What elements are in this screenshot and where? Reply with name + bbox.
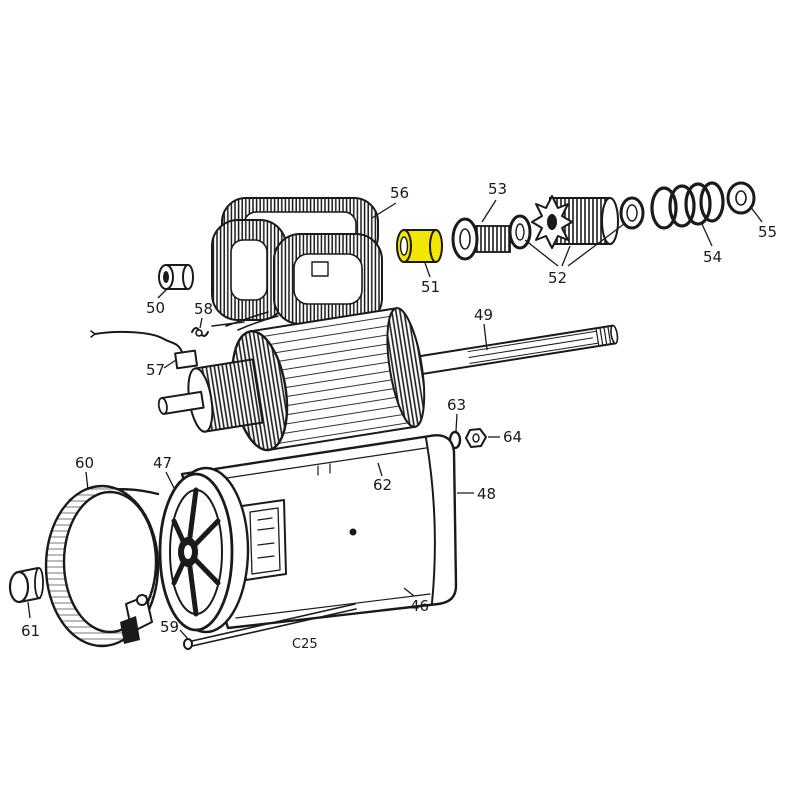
coil-lead-wire — [225, 311, 279, 331]
coil-left-opening — [230, 239, 268, 301]
callout-55: 55 — [758, 223, 777, 241]
callout-46: 46 — [410, 597, 429, 615]
sleeve-ring-hole — [515, 223, 525, 241]
clip-arm — [211, 321, 245, 327]
end-plate-bore — [184, 545, 192, 559]
bush-50-end — [182, 264, 194, 290]
brush-window-detail — [249, 507, 281, 575]
leader-56 — [371, 202, 397, 219]
brush-lead-end — [90, 330, 96, 338]
yoke-top-marks — [317, 463, 331, 476]
callouts: 56 53 51 52 54 55 50 58 57 49 63 64 60 4… — [21, 180, 777, 652]
bush-bore — [399, 236, 409, 256]
leader-58 — [199, 317, 203, 329]
sleeve-bore — [459, 228, 471, 250]
leader-54 — [701, 223, 713, 247]
field-coils — [211, 197, 383, 331]
end-cover-seam-48 — [425, 437, 436, 604]
leader-49 — [483, 323, 488, 351]
callout-62: 62 — [373, 476, 392, 494]
bush-50 — [158, 264, 194, 290]
leader-46 — [403, 587, 415, 597]
callout-49: 49 — [474, 306, 493, 324]
band-clamp-lug — [120, 616, 140, 644]
through-bolt-shank — [191, 603, 357, 647]
leader-61 — [27, 601, 31, 619]
bush-end-face — [429, 229, 443, 263]
callout-47: 47 — [153, 454, 172, 472]
coil-front-opening — [293, 253, 363, 305]
cap-rear — [34, 567, 44, 599]
spring-coil-3 — [684, 182, 712, 226]
brush-57 — [90, 330, 199, 370]
yoke-body-lines — [199, 447, 431, 619]
through-bolt-head — [183, 638, 193, 650]
brush-block — [174, 349, 199, 370]
callout-50: 50 — [146, 299, 165, 317]
pinion-washer-hole — [626, 204, 638, 222]
nut-64 — [465, 428, 487, 448]
coil-terminal — [311, 261, 329, 277]
leader-63 — [455, 413, 458, 432]
callout-57: 57 — [146, 361, 165, 379]
pinion-end-face — [601, 197, 619, 245]
end-plate-spokes — [171, 487, 221, 617]
shaft-end — [610, 324, 619, 345]
clip-eye — [195, 329, 203, 337]
leader-47 — [165, 471, 175, 489]
armature-stub-end — [157, 397, 168, 415]
cover-band-60 — [44, 484, 160, 648]
shaft-thread — [595, 325, 612, 347]
callout-54: 54 — [703, 248, 722, 266]
figure-caption: C25 — [292, 637, 318, 652]
cap-61 — [8, 567, 44, 604]
pinion-bore — [547, 214, 557, 230]
spring-coil-1 — [650, 186, 678, 230]
nut-hole — [735, 190, 747, 206]
leader-51 — [424, 262, 431, 278]
callout-64: 64 — [503, 428, 522, 446]
spring-coil-4 — [699, 181, 725, 223]
drive-sleeve-53 — [451, 214, 532, 261]
bush-50-bore — [163, 271, 169, 283]
shaft-splines — [467, 330, 599, 364]
brush-lead — [94, 330, 183, 353]
leader-lines — [27, 199, 763, 640]
nut-64-hole — [472, 433, 480, 443]
brush-spring-58 — [191, 321, 245, 337]
bush-51 — [396, 229, 443, 263]
leader-53 — [481, 199, 497, 223]
nut-55 — [726, 181, 756, 215]
leader-52 — [524, 223, 625, 267]
band-ring — [44, 484, 160, 648]
armature-core-rear — [386, 307, 426, 428]
yoke-screw — [349, 528, 357, 536]
leader-60 — [85, 471, 89, 491]
leader-57 — [163, 359, 177, 369]
callout-58: 58 — [194, 300, 213, 318]
callout-61: 61 — [21, 622, 40, 640]
callout-53: 53 — [488, 180, 507, 198]
callout-48: 48 — [477, 485, 496, 503]
leader-62 — [377, 462, 383, 477]
callout-63: 63 — [447, 396, 466, 414]
leader-50 — [157, 287, 169, 299]
spring-coil-2 — [668, 184, 696, 228]
callout-59: 59 — [160, 618, 179, 636]
armature-49 — [157, 307, 619, 452]
leader-59 — [179, 629, 189, 640]
callout-51: 51 — [421, 278, 440, 296]
callout-60: 60 — [75, 454, 94, 472]
cap-face — [8, 570, 30, 604]
callout-56: 56 — [390, 184, 409, 202]
callout-52: 52 — [548, 269, 567, 287]
band-clamp-screw — [136, 594, 148, 606]
spring-54 — [650, 181, 725, 230]
leader-55 — [749, 205, 763, 223]
yoke-assembly — [158, 434, 458, 634]
pinion-52 — [531, 195, 645, 249]
